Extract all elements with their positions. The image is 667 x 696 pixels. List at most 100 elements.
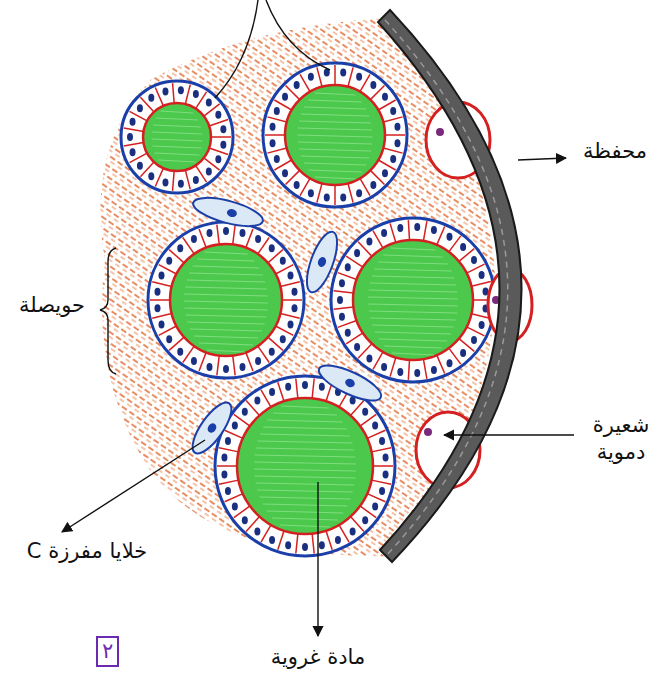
cell-border [360, 74, 370, 91]
nucleus [291, 304, 297, 312]
cell-border [459, 339, 474, 352]
colloid-texture [391, 248, 436, 250]
colloid-texture [184, 301, 268, 303]
colloid-texture [204, 252, 247, 254]
nucleus [255, 235, 261, 243]
cell-border [300, 178, 310, 195]
nucleus [302, 381, 308, 389]
nucleus [280, 335, 286, 343]
cell-border [233, 225, 235, 245]
colloid-texture [258, 441, 353, 443]
cell-border [437, 227, 445, 245]
cell-border [246, 229, 253, 248]
nucleus [394, 123, 400, 131]
colloid-texture [184, 308, 267, 310]
nucleus [221, 454, 227, 462]
cell-border [274, 100, 291, 110]
colloid-texture [153, 125, 201, 127]
nucleus [390, 155, 396, 163]
colloid-texture [299, 121, 371, 123]
cell-border [159, 265, 177, 274]
nucleus [223, 227, 229, 235]
colloid-texture [256, 483, 355, 485]
nucleus [285, 541, 291, 549]
nucleus [291, 288, 297, 296]
colloid-texture [156, 118, 198, 120]
nucleus [335, 536, 341, 544]
follicle-wall [331, 218, 495, 382]
colloid-texture [298, 135, 373, 137]
nucleus [177, 244, 183, 252]
colloid-texture [255, 455, 356, 457]
colloid [353, 240, 473, 360]
colloid-texture [368, 297, 458, 299]
nucleus [479, 321, 485, 329]
nucleus [269, 244, 275, 252]
cell-border [367, 494, 385, 502]
nucleus [274, 155, 280, 163]
nucleus [177, 348, 183, 356]
nucleus [362, 516, 368, 524]
colloid-texture [369, 311, 457, 313]
nucleus [240, 229, 246, 237]
cell-border [334, 185, 336, 205]
nucleus [460, 243, 466, 251]
cell-border [351, 401, 364, 416]
cell-border [360, 506, 376, 518]
colloid-texture [299, 149, 371, 151]
colloid-texture [372, 325, 454, 327]
cell-border [173, 171, 175, 191]
nucleus [414, 369, 420, 377]
nucleus [288, 272, 294, 280]
cell-border [185, 170, 190, 189]
colloid-texture [193, 266, 260, 268]
cell-border [348, 183, 353, 202]
cell-border [280, 282, 299, 287]
nucleus [460, 349, 466, 357]
cell-border [209, 119, 228, 125]
part-label: شعيرة دموية [578, 412, 664, 467]
cell-border [246, 352, 253, 371]
colloid-texture [384, 346, 442, 348]
cell-border [373, 352, 383, 369]
follicle-wall [263, 63, 407, 207]
cell-border [423, 221, 426, 241]
nucleus [294, 181, 300, 189]
cell-border [217, 465, 237, 467]
nucleus [127, 133, 133, 141]
colloid-texture [257, 490, 352, 492]
nucleus [414, 223, 420, 231]
nucleus [282, 93, 288, 101]
capsule [378, 10, 522, 562]
nucleus [294, 81, 300, 89]
c-cells [186, 192, 386, 459]
nucleus [339, 279, 345, 287]
cell-border [326, 531, 332, 550]
nucleus [166, 257, 172, 265]
nucleus [270, 139, 276, 147]
colloid-texture [298, 128, 372, 130]
cell-border [152, 313, 171, 318]
colloid [285, 85, 385, 185]
nucleus [193, 176, 199, 184]
cell-border [155, 88, 163, 106]
nucleus [339, 313, 345, 321]
nucleus [242, 516, 248, 524]
cell-border [334, 291, 354, 293]
cell-border [282, 299, 302, 301]
colloid-texture [256, 448, 354, 450]
nucleus [220, 141, 226, 149]
nucleus [370, 181, 376, 189]
colloid-texture [280, 525, 331, 527]
nucleus [191, 357, 197, 365]
cell-border [372, 480, 392, 484]
nucleus [370, 81, 376, 89]
colloid-texture [254, 469, 356, 471]
colloid-texture [301, 114, 369, 116]
nucleus [340, 69, 346, 77]
nucleus [221, 470, 227, 478]
cell-border [196, 92, 207, 109]
colloid-texture [184, 294, 268, 296]
cell-border [372, 448, 392, 452]
colloid-texture [254, 462, 356, 464]
